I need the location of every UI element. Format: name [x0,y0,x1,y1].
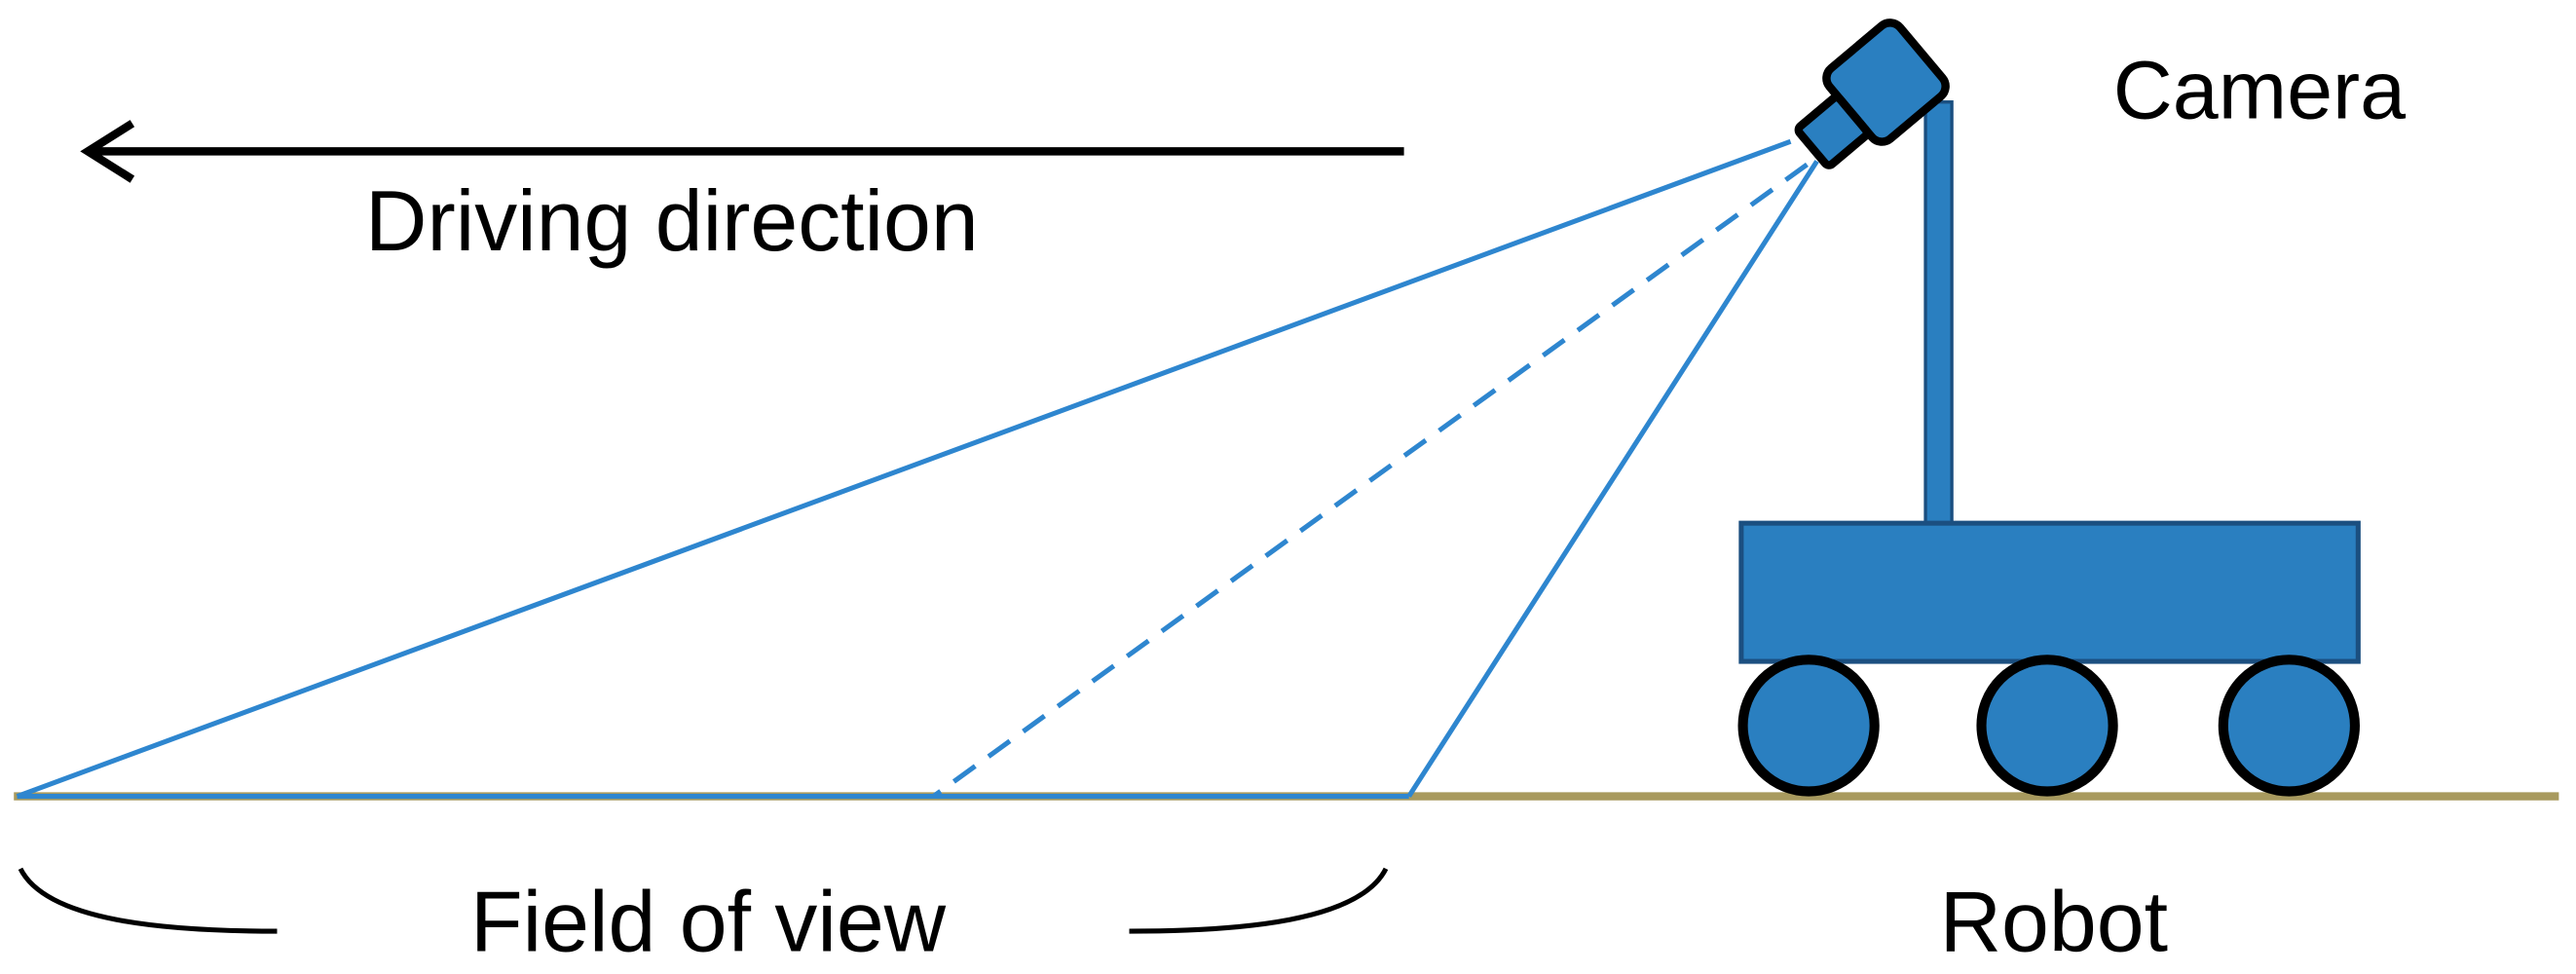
arrow-head [80,120,135,183]
fov-center-ray [931,162,1809,799]
camera-label: Camera [2113,45,2406,136]
robot-body [1738,520,2361,664]
camera-icon [1794,19,1950,169]
driving-direction-arrow [80,120,1404,183]
fov-lower-ray [1406,160,1819,798]
camera-mast [1923,100,1954,529]
bracket-left [18,867,278,934]
fov-upper-ray [16,138,1792,799]
robot-wheel-right [2218,655,2361,797]
robot [1737,100,2361,797]
robot-label: Robot [1940,873,2168,969]
robot-wheel-left [1737,655,1880,797]
field-of-view-label: Field of view [470,873,947,969]
camera-lens [1794,93,1871,169]
robot-wheel-middle [1976,655,2118,797]
field-of-view-rays [16,138,1819,800]
bracket-right [1129,867,1389,934]
driving-direction-label: Driving direction [365,172,979,269]
field-of-view-bracket [18,867,1389,934]
